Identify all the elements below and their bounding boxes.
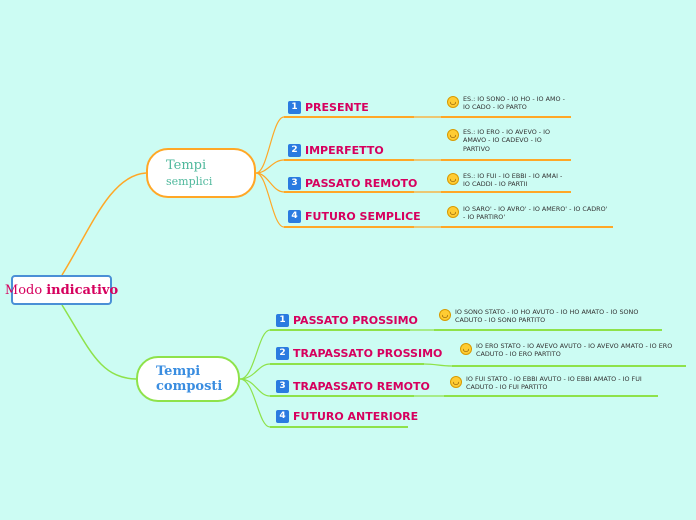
topic-label: FUTURO ANTERIORE (293, 409, 419, 423)
note-text: IO SARO' - IO AVRO' - IO AMERO' - IO CAD… (463, 205, 608, 222)
number-badge-icon: 1 (276, 313, 289, 327)
note-text: IO SONO STATO - IO HO AVUTO - IO HO AMAT… (455, 308, 639, 325)
root-label-plain: Modo (4, 282, 43, 298)
smile-icon: ◡ (439, 309, 451, 321)
topic-label: TRAPASSATO PROSSIMO (293, 346, 443, 360)
link-semplici-4 (255, 172, 285, 228)
note-passato-prossimo[interactable]: ◡ IO SONO STATO - IO HO AVUTO - IO HO AM… (439, 308, 657, 325)
link-semplici-1 (255, 116, 285, 174)
topic-label: FUTURO SEMPLICE (305, 209, 421, 223)
smile-icon: ◡ (447, 129, 459, 141)
number-badge-icon: 4 (276, 409, 289, 423)
note-text: IO ERO STATO - IO AVEVO AVUTO - IO AVEVO… (476, 342, 673, 359)
group-node-tempi-semplici[interactable]: Tempi semplici (146, 148, 256, 198)
note-futuro-semplice[interactable]: ◡ IO SARO' - IO AVRO' - IO AMERO' - IO C… (447, 205, 611, 222)
group-label-line1: Tempi (156, 364, 201, 379)
topic-trapassato-remoto[interactable]: 3 TRAPASSATO REMOTO (276, 378, 430, 394)
link-note-c2 (423, 363, 453, 367)
grin-icon: ◡ (447, 96, 459, 108)
topic-label: TRAPASSATO REMOTO (293, 379, 430, 393)
topic-presente[interactable]: 1 PRESENTE (288, 99, 369, 115)
topic-trapassato-prossimo[interactable]: 2 TRAPASSATO PROSSIMO (276, 345, 442, 361)
note-trapassato-prossimo[interactable]: ◡ IO ERO STATO - IO AVEVO AVUTO - IO AVE… (460, 342, 682, 359)
group-label-line2: composti (156, 379, 223, 394)
note-presente[interactable]: ◡ ES.: IO SONO - IO HO - IO AMO - IO CAD… (447, 95, 569, 112)
link-composti-1 (239, 329, 271, 380)
topic-imperfetto[interactable]: 2 IMPERFETTO (288, 142, 384, 158)
note-text: ES.: IO ERO - IO AVEVO - IO AMAVO - IO C… (463, 128, 551, 153)
note-text: IO FUI STATO - IO EBBI AVUTO - IO EBBI A… (466, 375, 642, 392)
topic-label: PASSATO REMOTO (305, 176, 418, 190)
link-composti-4 (239, 378, 271, 428)
root-node-modo-indicativo[interactable]: Modo indicativo (5, 275, 118, 305)
note-text: ES.: IO FUI - IO EBBI - IO AMAI - IO CAD… (463, 172, 563, 189)
topic-futuro-semplice[interactable]: 4 FUTURO SEMPLICE (288, 208, 421, 224)
link-root-composti (61, 304, 137, 380)
note-text: ES.: IO SONO - IO HO - IO AMO - IO CADO … (463, 95, 565, 112)
root-label-bold: indicativo (46, 282, 119, 298)
topic-futuro-anteriore[interactable]: 4 FUTURO ANTERIORE (276, 408, 418, 424)
group-label-line2: semplici (166, 175, 213, 188)
happy-icon: ◡ (447, 173, 459, 185)
note-passato-remoto[interactable]: ◡ ES.: IO FUI - IO EBBI - IO AMAI - IO C… (447, 172, 569, 189)
link-root-semplici (61, 172, 147, 276)
group-label-line1: Tempi (166, 158, 207, 173)
link-composti-3 (239, 378, 271, 397)
number-badge-icon: 2 (288, 143, 301, 157)
note-imperfetto[interactable]: ◡ ES.: IO ERO - IO AVEVO - IO AMAVO - IO… (447, 128, 557, 153)
link-semplici-2 (255, 159, 285, 174)
number-badge-icon: 3 (276, 379, 289, 393)
number-badge-icon: 1 (288, 100, 301, 114)
topic-label: PRESENTE (305, 100, 369, 114)
number-badge-icon: 4 (288, 209, 301, 223)
number-badge-icon: 3 (288, 176, 301, 190)
topic-label: PASSATO PROSSIMO (293, 313, 418, 327)
group-node-tempi-composti[interactable]: Tempi composti (136, 356, 240, 402)
topic-passato-remoto[interactable]: 3 PASSATO REMOTO (288, 175, 417, 191)
number-badge-icon: 2 (276, 346, 289, 360)
wink-icon: ◡ (460, 343, 472, 355)
note-trapassato-remoto[interactable]: ◡ IO FUI STATO - IO EBBI AVUTO - IO EBBI… (450, 375, 654, 392)
tongue-icon: ◡ (450, 376, 462, 388)
topic-label: IMPERFETTO (305, 143, 384, 157)
topic-passato-prossimo[interactable]: 1 PASSATO PROSSIMO (276, 312, 418, 328)
laugh-icon: ◡ (447, 206, 459, 218)
link-composti-2 (239, 363, 271, 380)
